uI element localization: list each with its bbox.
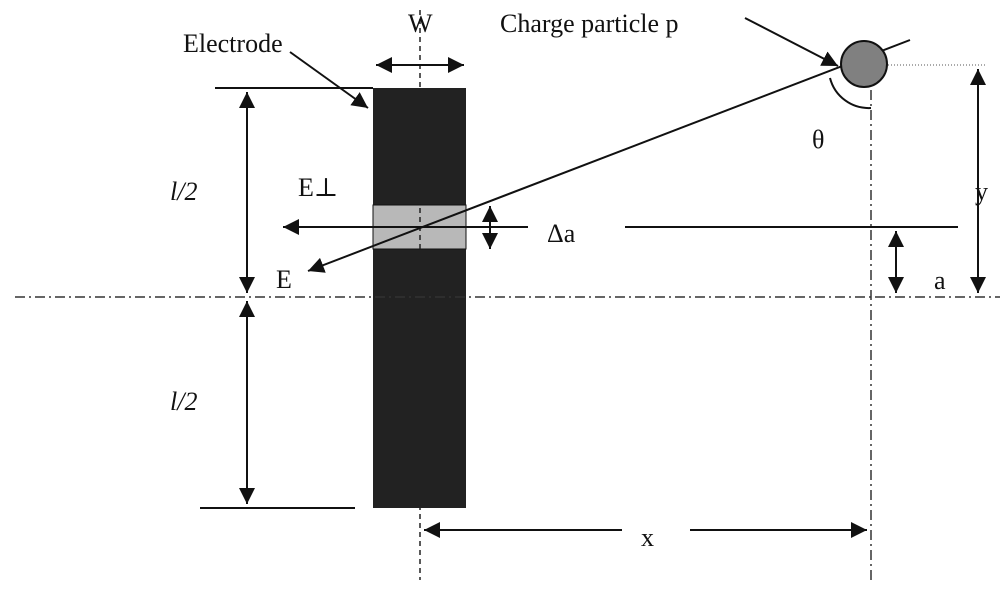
label-half-length-top: l/2	[170, 177, 197, 206]
label-particle: Charge particle p	[500, 9, 679, 38]
label-electrode: Electrode	[183, 29, 283, 58]
label-e-field: E	[276, 265, 292, 294]
label-x: x	[641, 523, 654, 552]
label-theta: θ	[812, 125, 824, 154]
field-line	[307, 39, 911, 273]
charge-particle	[840, 40, 888, 88]
label-y: y	[975, 177, 988, 206]
theta-arc	[829, 77, 872, 110]
label-a: a	[934, 266, 946, 295]
label-width: W	[408, 9, 433, 38]
label-delta-a: Δa	[547, 219, 576, 248]
label-half-length-bottom: l/2	[170, 387, 197, 416]
electrode-pointer	[289, 51, 369, 109]
label-e-perp: E⊥	[298, 173, 338, 202]
particle-pointer	[744, 17, 839, 67]
